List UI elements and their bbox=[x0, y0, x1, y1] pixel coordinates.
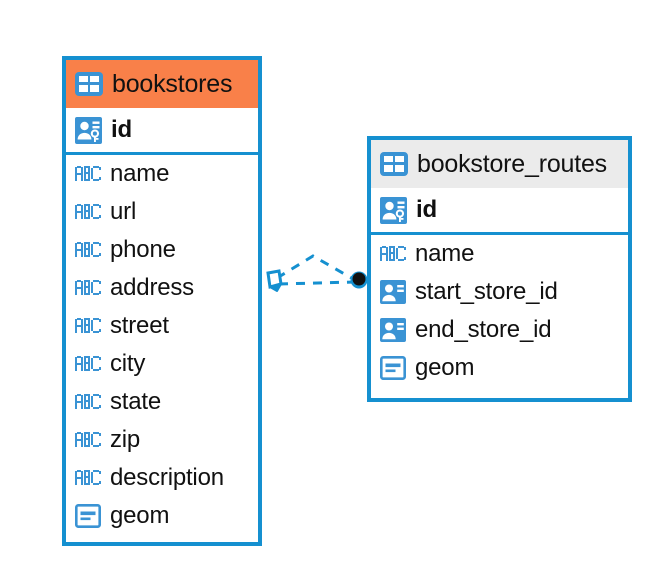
entity-bookstore-routes-header[interactable]: bookstore_routes bbox=[371, 140, 628, 188]
field-label: city bbox=[110, 350, 146, 377]
entity-bookstores[interactable]: bookstores id bbox=[62, 56, 262, 546]
field-row[interactable]: description bbox=[66, 459, 258, 497]
field-label: phone bbox=[110, 236, 176, 263]
abc-text-icon bbox=[75, 166, 101, 182]
relationship-connector[interactable] bbox=[255, 240, 380, 315]
abc-text-icon bbox=[75, 280, 101, 296]
field-label: end_store_id bbox=[415, 316, 552, 343]
field-label: id bbox=[416, 196, 437, 223]
entity-bookstore-routes-title: bookstore_routes bbox=[417, 149, 607, 178]
field-row[interactable]: street bbox=[66, 307, 258, 345]
field-label: name bbox=[110, 160, 170, 187]
abc-text-icon bbox=[75, 470, 101, 486]
field-row[interactable]: zip bbox=[66, 421, 258, 459]
field-row[interactable]: address bbox=[66, 269, 258, 307]
field-label: state bbox=[110, 388, 162, 415]
field-label: url bbox=[110, 198, 137, 225]
field-row[interactable]: geom bbox=[371, 349, 628, 387]
relationship-source-diamond bbox=[266, 269, 283, 292]
field-label: street bbox=[110, 312, 169, 339]
field-row[interactable]: name bbox=[66, 155, 258, 193]
field-row[interactable]: url bbox=[66, 193, 258, 231]
field-row[interactable]: state bbox=[66, 383, 258, 421]
field-row[interactable]: start_store_id bbox=[371, 273, 628, 311]
table-icon bbox=[75, 72, 103, 96]
field-label: address bbox=[110, 274, 194, 301]
field-label: geom bbox=[110, 502, 170, 529]
field-row[interactable]: city bbox=[66, 345, 258, 383]
entity-bookstores-title: bookstores bbox=[112, 69, 233, 98]
field-label: start_store_id bbox=[415, 278, 558, 305]
abc-text-icon bbox=[75, 318, 101, 334]
foreign-key-icon bbox=[380, 318, 406, 342]
field-label: description bbox=[110, 464, 224, 491]
field-row[interactable]: geom bbox=[66, 497, 258, 535]
abc-text-icon bbox=[75, 394, 101, 410]
field-row[interactable]: id bbox=[66, 108, 258, 155]
abc-text-icon bbox=[75, 432, 101, 448]
field-label: name bbox=[415, 240, 475, 267]
relationship-target-circle bbox=[350, 271, 368, 289]
geometry-icon bbox=[380, 356, 406, 380]
entity-bookstores-header[interactable]: bookstores bbox=[66, 60, 258, 108]
field-row[interactable]: phone bbox=[66, 231, 258, 269]
field-label: id bbox=[111, 116, 132, 143]
primary-key-icon bbox=[380, 196, 407, 224]
field-row[interactable]: id bbox=[371, 188, 628, 235]
table-icon bbox=[380, 152, 408, 176]
abc-text-icon bbox=[75, 356, 101, 372]
field-row[interactable]: end_store_id bbox=[371, 311, 628, 349]
abc-text-icon bbox=[380, 246, 406, 262]
abc-text-icon bbox=[75, 242, 101, 258]
primary-key-icon bbox=[75, 116, 102, 144]
field-row[interactable]: name bbox=[371, 235, 628, 273]
geometry-icon bbox=[75, 504, 101, 528]
abc-text-icon bbox=[75, 204, 101, 220]
foreign-key-icon bbox=[380, 280, 406, 304]
relationship-line-upper bbox=[276, 254, 356, 282]
field-label: geom bbox=[415, 354, 475, 381]
relationship-line-lower bbox=[278, 280, 356, 286]
entity-bookstore-routes[interactable]: bookstore_routes id bbox=[367, 136, 632, 402]
field-label: zip bbox=[110, 426, 141, 453]
